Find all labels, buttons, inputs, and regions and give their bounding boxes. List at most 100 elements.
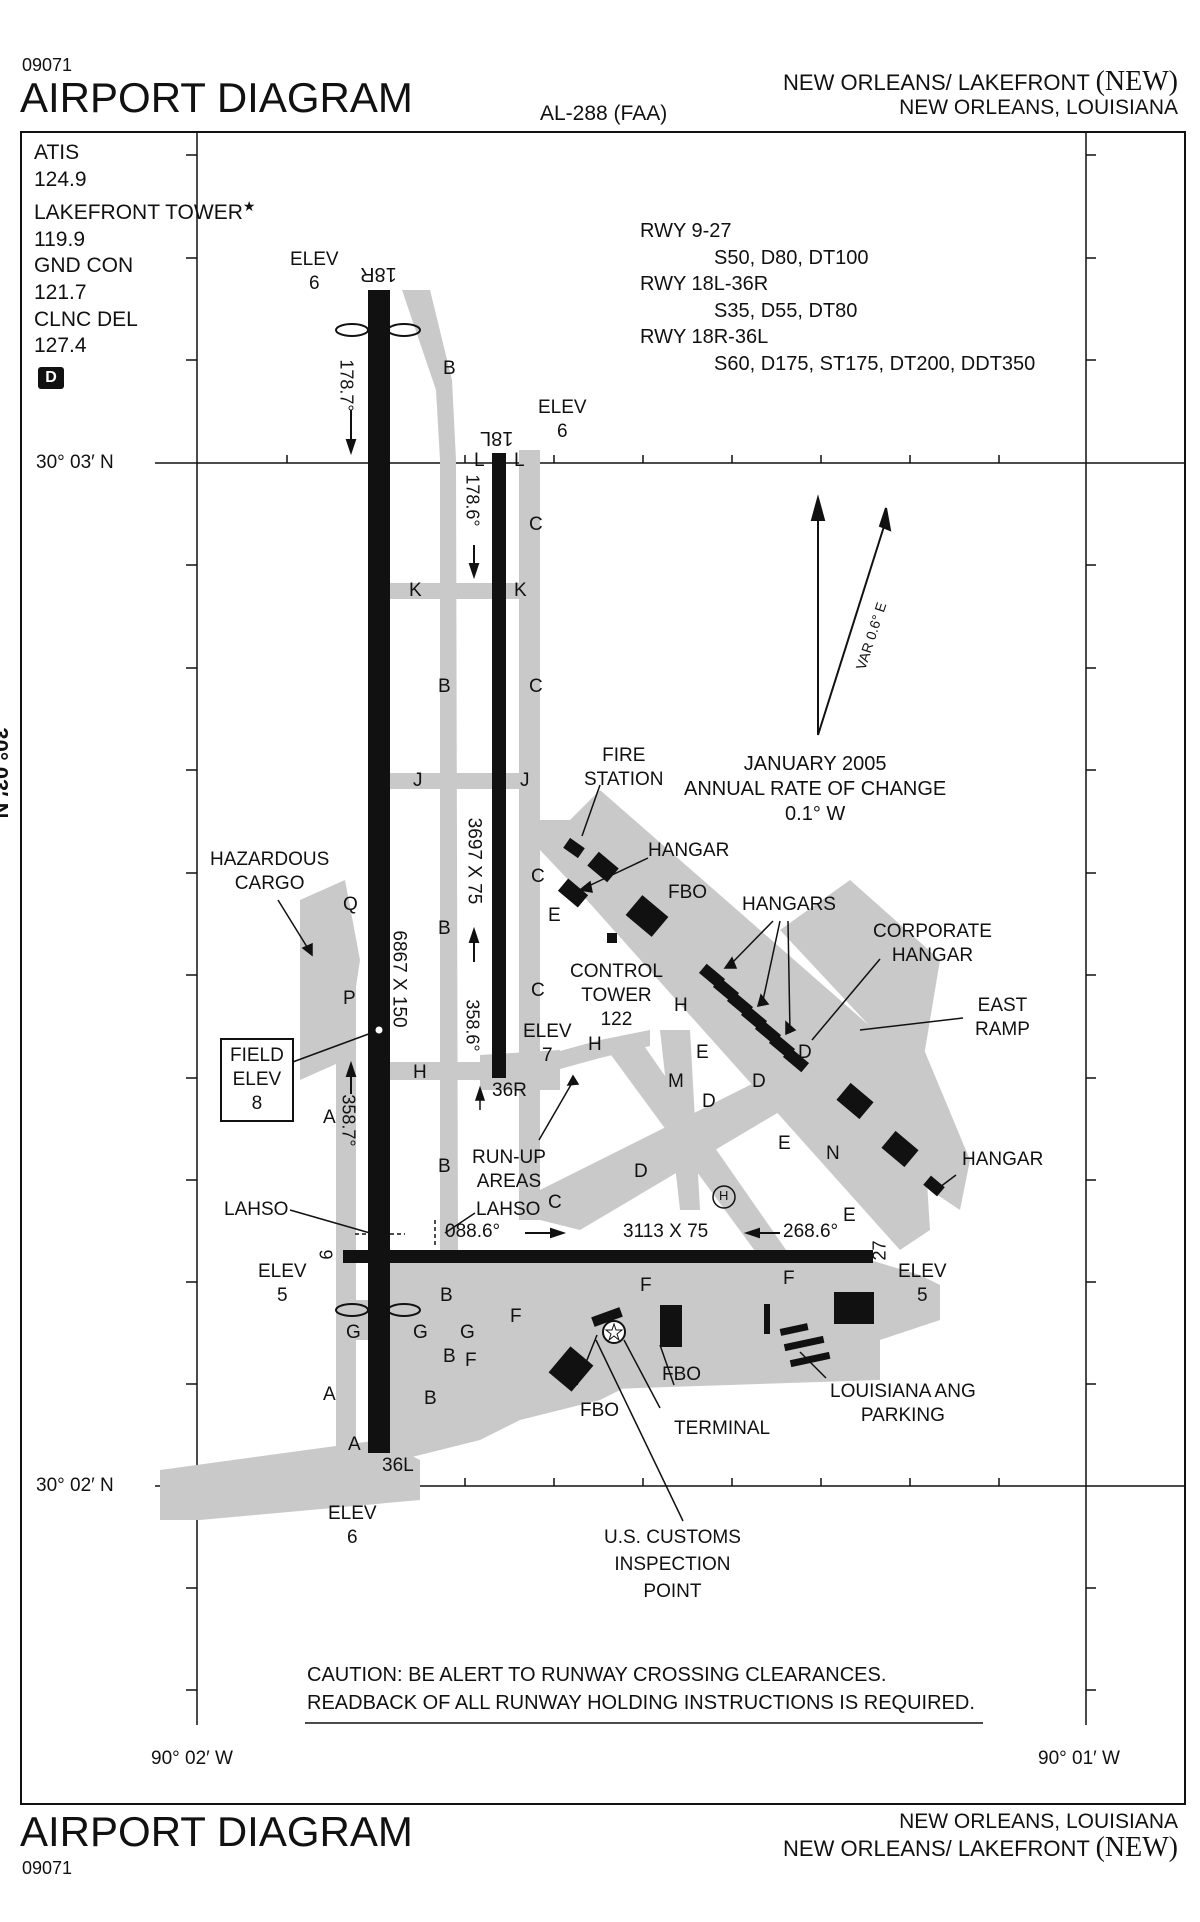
elev-36r: ELEV 7 (523, 1020, 572, 1068)
elev-36l-value: 6 (347, 1527, 358, 1548)
twy-b-2: B (438, 676, 451, 697)
atis-label: ATIS (34, 141, 80, 164)
field-elev-box: FIELD ELEV 8 (220, 1038, 294, 1122)
terminal-ramp (580, 1300, 880, 1390)
label-hangar-north: HANGAR (648, 840, 730, 861)
building-hangar-1 (587, 851, 619, 883)
field-elev-line2: ELEV (232, 1069, 282, 1090)
twy-f-4: F (465, 1350, 477, 1371)
runways (343, 290, 873, 1453)
building-fbo-north (625, 895, 669, 937)
twy-h-mid: H (588, 1034, 602, 1055)
building-hangar-row-7 (782, 1047, 810, 1073)
airport-name: NEW ORLEANS/ LAKEFRONT (NEW) (783, 66, 1178, 98)
control-tower-line1: CONTROL (570, 961, 663, 982)
graticule-ticks (186, 154, 1096, 1691)
elev-36r-label: ELEV (523, 1021, 572, 1042)
elev-9-value: 5 (277, 1285, 288, 1306)
page-title: AIRPORT DIAGRAM (20, 74, 413, 121)
label-fbo-sw: FBO (580, 1400, 620, 1421)
footer-location: NEW ORLEANS, LOUISIANA (899, 1810, 1178, 1833)
dim-18r: 6867 X 150 (388, 930, 410, 1028)
elev-36l: ELEV 6 (328, 1502, 377, 1550)
building-control-tower (607, 933, 617, 943)
label-fbo-north: FBO (668, 882, 708, 903)
twy-l-west: L (474, 450, 485, 471)
east-hangar-ramp (840, 1040, 970, 1210)
rwy-9-27: RWY 9-27 (640, 220, 732, 242)
tower-label: LAKEFRONT TOWER★ (34, 193, 255, 227)
hdg-088-6: 088.6° (445, 1221, 501, 1242)
ang-parking-line1: LOUISIANA ANG (830, 1381, 976, 1402)
twy-b-5: B (440, 1285, 453, 1306)
rwy-36r-label: 36R (492, 1080, 527, 1101)
field-elev-dot (374, 1025, 384, 1035)
hdg-358-6: 358.6° (462, 999, 483, 1052)
caution-line2: READBACK OF ALL RUNWAY HOLDING INSTRUCTI… (307, 1692, 975, 1714)
graticule (155, 132, 1185, 1725)
long-west: 90° 02′ W (151, 1748, 233, 1769)
building-ang-5 (789, 1351, 831, 1368)
chart-number: 09071 (22, 55, 73, 75)
twy-k-east: K (514, 580, 527, 601)
twy-f-3: F (510, 1306, 522, 1327)
runway-18l-36r (492, 453, 506, 1078)
diagram-frame (20, 131, 1186, 1805)
building-ang-4 (783, 1335, 825, 1352)
twy-k-west: K (409, 580, 422, 601)
annual-change: JANUARY 2005 ANNUAL RATE OF CHANGE 0.1° … (684, 752, 946, 827)
twy-e-1: E (548, 905, 561, 926)
fire-station-line2: STATION (584, 769, 664, 790)
building-terminal-fbo (660, 1305, 682, 1347)
twy-d-2: D (752, 1071, 766, 1092)
elev-18l-value: 6 (557, 421, 568, 442)
hdg-178-6: 178.6° (462, 474, 483, 527)
label-fbo-south: FBO (662, 1364, 702, 1385)
twy-c-4: C (531, 980, 545, 1001)
runup-areas-line1: RUN-UP (472, 1147, 546, 1168)
ang-parking-line2: PARKING (860, 1405, 945, 1426)
elev-18l-label: ELEV (538, 397, 587, 418)
elev-18r-value: 6 (309, 273, 320, 294)
twy-b-7: B (424, 1388, 437, 1409)
north-arrow (810, 494, 892, 736)
footer-airport-name: NEW ORLEANS/ LAKEFRONT (NEW) (783, 1832, 1178, 1864)
hdg-178-7: 178.7° (336, 359, 357, 412)
twy-f-1: F (640, 1275, 652, 1296)
twy-n: N (826, 1143, 840, 1164)
twy-d-3: D (702, 1091, 716, 1112)
building-ang-3 (779, 1323, 809, 1336)
corporate-hangar-line2: HANGAR (891, 945, 974, 966)
twy-a-1: A (323, 1107, 336, 1128)
leader-lines (277, 784, 964, 1522)
twy-g-3: G (460, 1322, 475, 1343)
label-lahso-east: LAHSO (476, 1199, 541, 1220)
customs-line2: INSPECTION (614, 1554, 731, 1575)
rwy-9-27-strength: S50, D80, DT100 (714, 246, 869, 269)
label-hangar-east: HANGAR (962, 1149, 1044, 1170)
customs-line1: U.S. CUSTOMS (604, 1527, 741, 1548)
twy-p: P (343, 988, 356, 1009)
twy-h-west: H (413, 1062, 427, 1083)
hazardous-cargo-line2: CARGO (234, 873, 305, 894)
twy-b-4: B (438, 1156, 451, 1177)
caution-line1: CAUTION: BE ALERT TO RUNWAY CROSSING CLE… (307, 1664, 887, 1686)
taxiway-h (390, 1030, 650, 1080)
twy-b-3: B (438, 918, 451, 939)
heading-arrows (345, 410, 780, 1239)
footer-airport-id: (NEW) (1095, 1832, 1178, 1863)
twy-m: M (668, 1071, 684, 1092)
tower-label-text: LAKEFRONT TOWER (34, 201, 243, 225)
rwy-18l-label: 18L (480, 427, 514, 449)
building-fire-station (563, 837, 585, 859)
label-terminal: TERMINAL (674, 1418, 771, 1439)
control-tower-line2: TOWER (581, 985, 652, 1006)
lat-north: 30° 03′ N (36, 452, 114, 473)
twy-c-1: C (529, 514, 543, 535)
south-west-apron (160, 1440, 420, 1520)
tower-freq: 119.9 (34, 227, 85, 251)
taxiway-b (402, 290, 458, 1250)
east-ramp-line1: EAST (977, 995, 1028, 1016)
footer-title: AIRPORT DIAGRAM (20, 1808, 413, 1855)
